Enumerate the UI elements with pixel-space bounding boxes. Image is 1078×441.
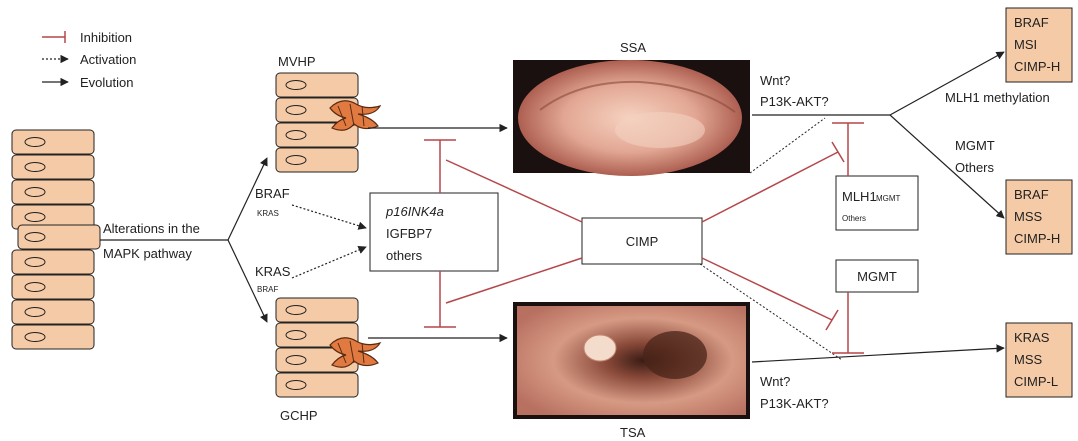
kras-lower-label: KRAS	[255, 264, 291, 279]
legend-inhibition-label: Inhibition	[80, 30, 132, 45]
outcome-box-bottom: KRAS MSS CIMP-L	[1006, 323, 1072, 397]
outcome-top-line1: BRAF	[1014, 15, 1049, 30]
wnt-top-label: Wnt?	[760, 73, 790, 88]
tsa-label: TSA	[620, 425, 646, 440]
mlh1-box-mgmt-label: MGMT	[876, 194, 901, 203]
kras-upper-sublabel: KRAS	[257, 209, 279, 218]
ssa-endoscopy-image	[513, 60, 750, 176]
outcome-top-line3: CIMP-H	[1014, 59, 1060, 74]
wnt-bottom-label: Wnt?	[760, 374, 790, 389]
mgmt-others-label-1: MGMT	[955, 138, 995, 153]
outcome-bottom-line3: CIMP-L	[1014, 374, 1058, 389]
outcome-top-line2: MSI	[1014, 37, 1037, 52]
mapk-label-line2: MAPK pathway	[103, 246, 192, 261]
mgmt-box: MGMT	[836, 260, 918, 292]
activation-arrows	[292, 205, 366, 278]
pi3k-top-label: P13K-AKT?	[760, 94, 829, 109]
mapk-label-line1: Alterations in the	[103, 221, 200, 236]
ssa-label: SSA	[620, 40, 646, 55]
mgmt-others-label-2: Others	[955, 160, 995, 175]
p16-box: p16INK4a IGFBP7 others	[370, 193, 498, 271]
gchp-label: GCHP	[280, 408, 318, 423]
normal-crypt-cells	[12, 130, 100, 349]
legend-evolution-label: Evolution	[80, 75, 133, 90]
tsa-evolution-line	[752, 348, 1004, 362]
mlh1-methylation-label: MLH1 methylation	[945, 90, 1050, 105]
mlh1-box-label: MLH1	[842, 189, 877, 204]
outcome-middle-line2: MSS	[1014, 209, 1043, 224]
p16-box-line3: others	[386, 248, 423, 263]
legend-activation: Activation	[42, 52, 136, 67]
p16-box-line1: p16INK4a	[385, 204, 444, 219]
mgmt-inhibition-bar	[832, 292, 864, 353]
braf-upper-label: BRAF	[255, 186, 290, 201]
outcome-bottom-line1: KRAS	[1014, 330, 1050, 345]
legend-inhibition: Inhibition	[42, 30, 132, 45]
legend: Inhibition Activation Evolution	[42, 30, 136, 90]
mlh1-box: MLH1 MGMT Others	[836, 176, 918, 230]
cimp-box: CIMP	[582, 218, 702, 264]
pi3k-bottom-label: P13K-AKT?	[760, 396, 829, 411]
outcome-bottom-line2: MSS	[1014, 352, 1043, 367]
p16-box-line2: IGFBP7	[386, 226, 432, 241]
outcome-box-top: BRAF MSI CIMP-H	[1006, 8, 1072, 82]
mlh1-box-others-label: Others	[842, 214, 866, 223]
outcome-middle-line1: BRAF	[1014, 187, 1049, 202]
mgmt-box-label: MGMT	[857, 269, 897, 284]
mvhp-label: MVHP	[278, 54, 316, 69]
mapk-branch-arrows	[100, 158, 267, 322]
outcome-middle-line3: CIMP-H	[1014, 231, 1060, 246]
braf-lower-sublabel: BRAF	[257, 285, 278, 294]
legend-evolution: Evolution	[42, 75, 133, 90]
tsa-endoscopy-image	[513, 302, 750, 419]
outcome-box-middle: BRAF MSS CIMP-H	[1006, 180, 1072, 254]
legend-activation-label: Activation	[80, 52, 136, 67]
cimp-box-label: CIMP	[626, 234, 659, 249]
